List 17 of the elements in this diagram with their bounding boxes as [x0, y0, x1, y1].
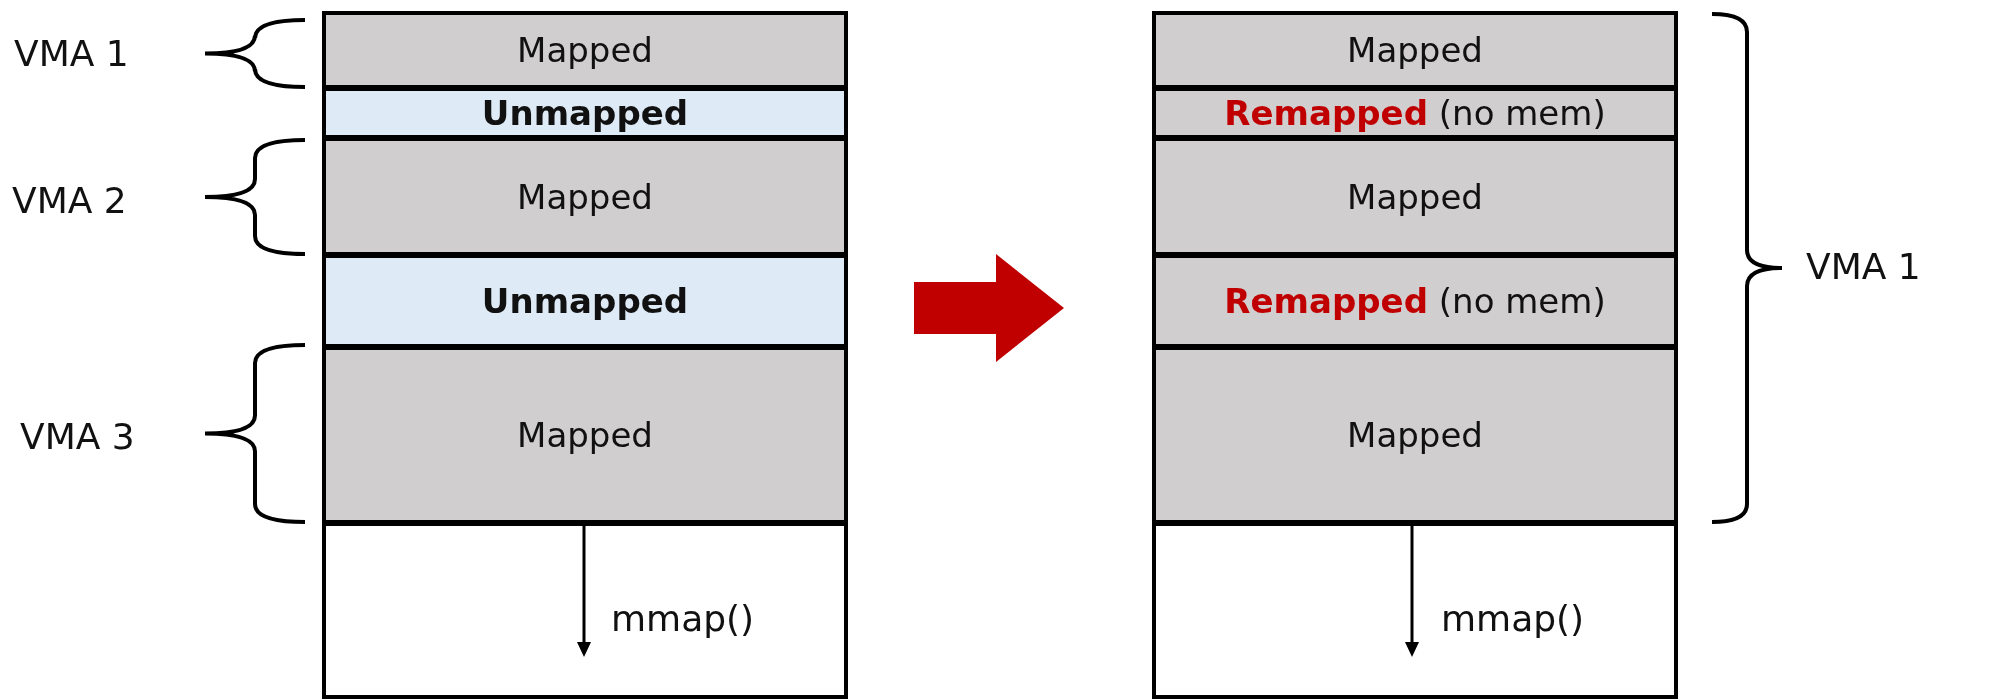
region-label: Remapped (no mem)	[1224, 281, 1606, 321]
vma-label: VMA 2	[12, 180, 127, 221]
region-label: Unmapped	[481, 281, 689, 321]
vma-label: VMA 1	[1806, 246, 1921, 287]
region-label: Mapped	[517, 415, 653, 455]
function-label: mmap()	[611, 598, 755, 639]
region-label: Mapped	[1347, 30, 1483, 70]
vma-label: VMA 1	[14, 33, 129, 74]
region-label: Mapped	[1347, 176, 1483, 217]
region-label: Unmapped	[481, 93, 689, 133]
region-label: Mapped	[1347, 415, 1483, 455]
block-arrow	[914, 254, 1064, 362]
region-label: Mapped	[517, 30, 653, 70]
function-label: mmap()	[1441, 598, 1585, 639]
region-label: Mapped	[517, 176, 653, 217]
region-label: Remapped (no mem)	[1224, 93, 1606, 133]
vma-label: VMA 3	[20, 416, 135, 457]
